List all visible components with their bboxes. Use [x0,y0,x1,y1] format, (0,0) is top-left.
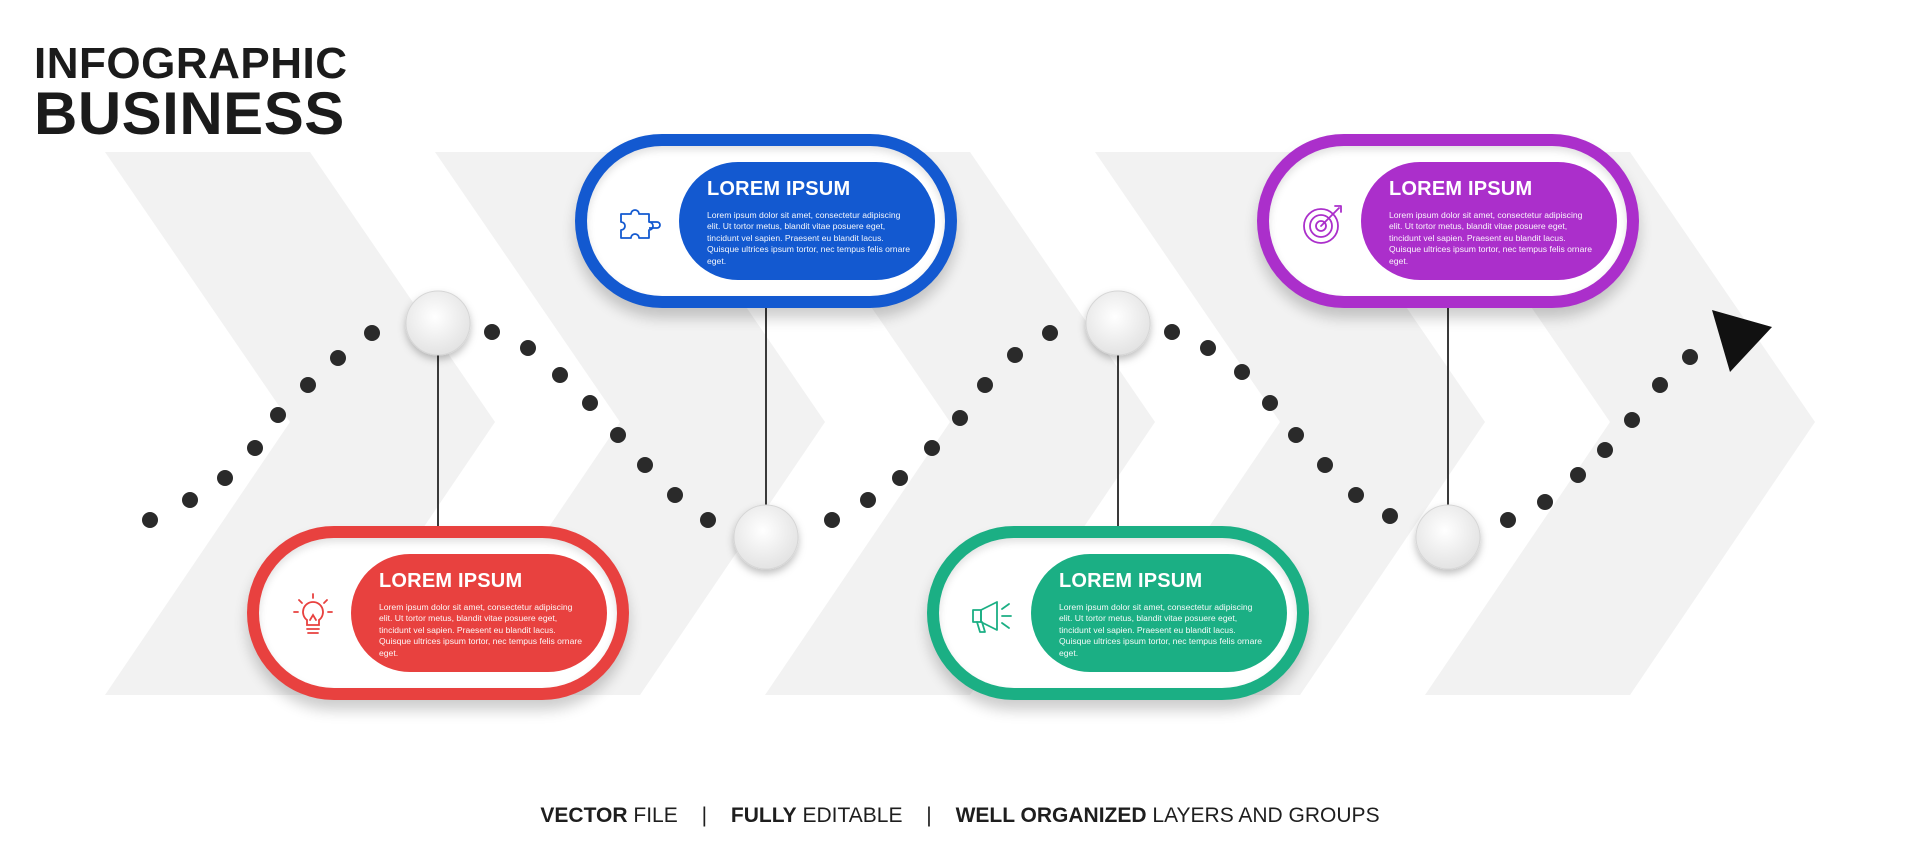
path-dot [364,325,380,341]
path-dot [1288,427,1304,443]
step-card-4: LOREM IPSUM Lorem ipsum dolor sit amet, … [1257,134,1639,308]
footer-text-1: FILE [627,804,678,827]
path-dot [924,440,940,456]
path-dot [1570,467,1586,483]
path-dot [182,492,198,508]
path-dot [1317,457,1333,473]
step-description: Lorem ipsum dolor sit amet, consectetur … [1059,602,1262,658]
path-dot [860,492,876,508]
path-dot [300,377,316,393]
path-dot [1348,487,1364,503]
path-dot [610,427,626,443]
path-dot [824,512,840,528]
path-dot [952,410,968,426]
timeline-nodes [405,290,1481,570]
step-pill: LOREM IPSUM Lorem ipsum dolor sit amet, … [1361,162,1617,280]
path-dot [977,377,993,393]
footer-text-3: LAYERS AND GROUPS [1146,804,1380,827]
step-card-inner: LOREM IPSUM Lorem ipsum dolor sit amet, … [259,538,617,688]
path-dot [1007,347,1023,363]
path-dot [1682,349,1698,365]
lightbulb-icon [289,592,337,640]
footer-caption: VECTOR FILE | FULLY EDITABLE | WELL ORGA… [0,804,1920,828]
path-dot [1537,494,1553,510]
step-description: Lorem ipsum dolor sit amet, consectetur … [1389,210,1592,266]
step-card-3: LOREM IPSUM Lorem ipsum dolor sit amet, … [927,526,1309,700]
step-card-inner: LOREM IPSUM Lorem ipsum dolor sit amet, … [1269,146,1627,296]
title-line-2: BUSINESS [34,80,345,147]
step-heading: LOREM IPSUM [1059,570,1203,592]
path-dot [1382,508,1398,524]
path-dot [247,440,263,456]
dotted-path [142,324,1698,528]
path-dot [1500,512,1516,528]
step-description: Lorem ipsum dolor sit amet, consectetur … [379,602,582,658]
path-dot [582,395,598,411]
path-dot [484,324,500,340]
footer-text-2: EDITABLE [796,804,903,827]
step-heading: LOREM IPSUM [707,178,851,200]
step-heading: LOREM IPSUM [1389,178,1533,200]
step-pill: LOREM IPSUM Lorem ipsum dolor sit amet, … [351,554,607,672]
path-dot [1624,412,1640,428]
footer-bold-2: FULLY [730,804,797,827]
path-dot [142,512,158,528]
path-dot [217,470,233,486]
path-dot [270,407,286,423]
step-card-inner: LOREM IPSUM Lorem ipsum dolor sit amet, … [587,146,945,296]
path-dot [1262,395,1278,411]
target-icon [1299,200,1347,248]
step-card-1: LOREM IPSUM Lorem ipsum dolor sit amet, … [247,526,629,700]
footer-bold-1: VECTOR [540,804,628,827]
step-card-2: LOREM IPSUM Lorem ipsum dolor sit amet, … [575,134,957,308]
path-dot [1042,325,1058,341]
puzzle-icon [617,200,665,248]
node-4 [1415,504,1481,570]
path-dot [1234,364,1250,380]
step-description: Lorem ipsum dolor sit amet, consectetur … [707,210,910,266]
path-dot [892,470,908,486]
node-2 [733,504,799,570]
path-dot [700,512,716,528]
path-dot [330,350,346,366]
path-dot [1200,340,1216,356]
step-pill: LOREM IPSUM Lorem ipsum dolor sit amet, … [679,162,935,280]
step-heading: LOREM IPSUM [379,570,523,592]
footer-separator-1: | [701,804,708,827]
path-dot [637,457,653,473]
path-dot [1652,377,1668,393]
path-dot [1597,442,1613,458]
megaphone-icon [969,592,1017,640]
connector-lines [437,305,1449,532]
arrow-head-icon [1712,310,1772,372]
step-pill: LOREM IPSUM Lorem ipsum dolor sit amet, … [1031,554,1287,672]
node-3 [1085,290,1151,356]
title-line-1: INFOGRAPHIC [34,39,348,88]
step-card-inner: LOREM IPSUM Lorem ipsum dolor sit amet, … [939,538,1297,688]
path-dot [520,340,536,356]
footer-separator-2: | [926,804,932,827]
path-dot [667,487,683,503]
node-1 [405,290,471,356]
footer-bold-3: WELL ORGANIZED [955,804,1147,827]
path-dot [1164,324,1180,340]
path-dot [552,367,568,383]
